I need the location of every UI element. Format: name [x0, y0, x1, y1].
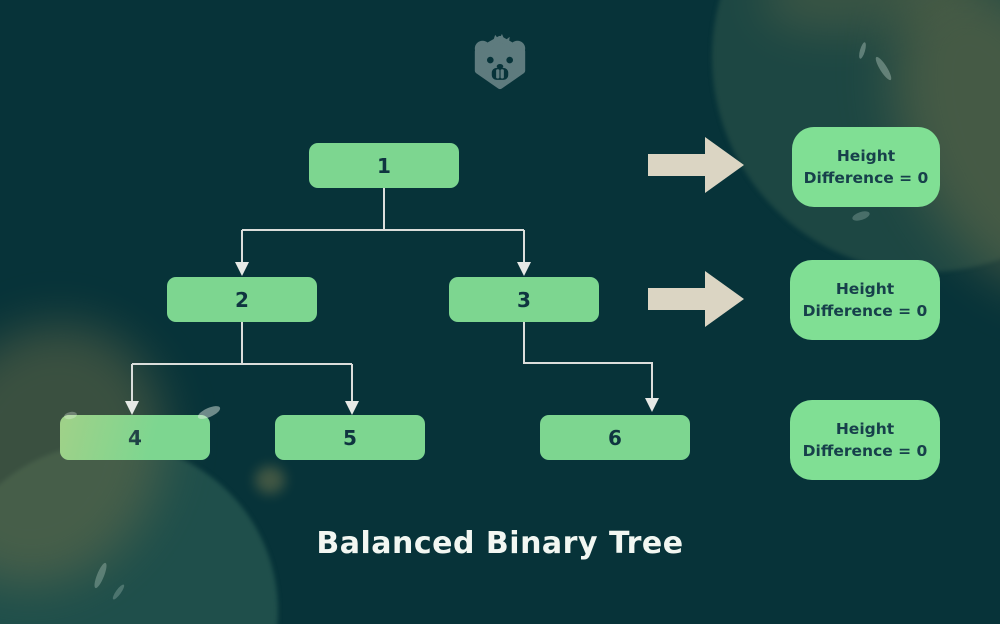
arrowhead — [125, 262, 659, 415]
tree-node-5: 5 — [275, 415, 425, 460]
tree-node-3: 3 — [449, 277, 599, 322]
right-arrow-icon-row1 — [648, 137, 744, 193]
page-title: Balanced Binary Tree — [316, 526, 684, 561]
beaver-logo-icon — [474, 33, 526, 90]
annotation-line-2: Difference = 0 — [802, 302, 928, 320]
annotation-line-1: Height — [835, 419, 895, 438]
height-difference-box-1: Height Difference = 0 — [792, 127, 940, 207]
tree-node-4: 4 — [60, 415, 210, 460]
annotation-line-2: Difference = 0 — [803, 169, 929, 187]
annotation-line-2: Difference = 0 — [802, 442, 928, 460]
tree-node-1: 1 — [309, 143, 459, 188]
height-difference-box-3: Height Difference = 0 — [790, 400, 940, 480]
right-arrow-icon-row2 — [648, 271, 744, 327]
height-difference-box-2: Height Difference = 0 — [790, 260, 940, 340]
tree-node-6: 6 — [540, 415, 690, 460]
annotation-line-1: Height — [835, 279, 895, 298]
annotation-line-1: Height — [836, 146, 896, 165]
tree-node-2: 2 — [167, 277, 317, 322]
